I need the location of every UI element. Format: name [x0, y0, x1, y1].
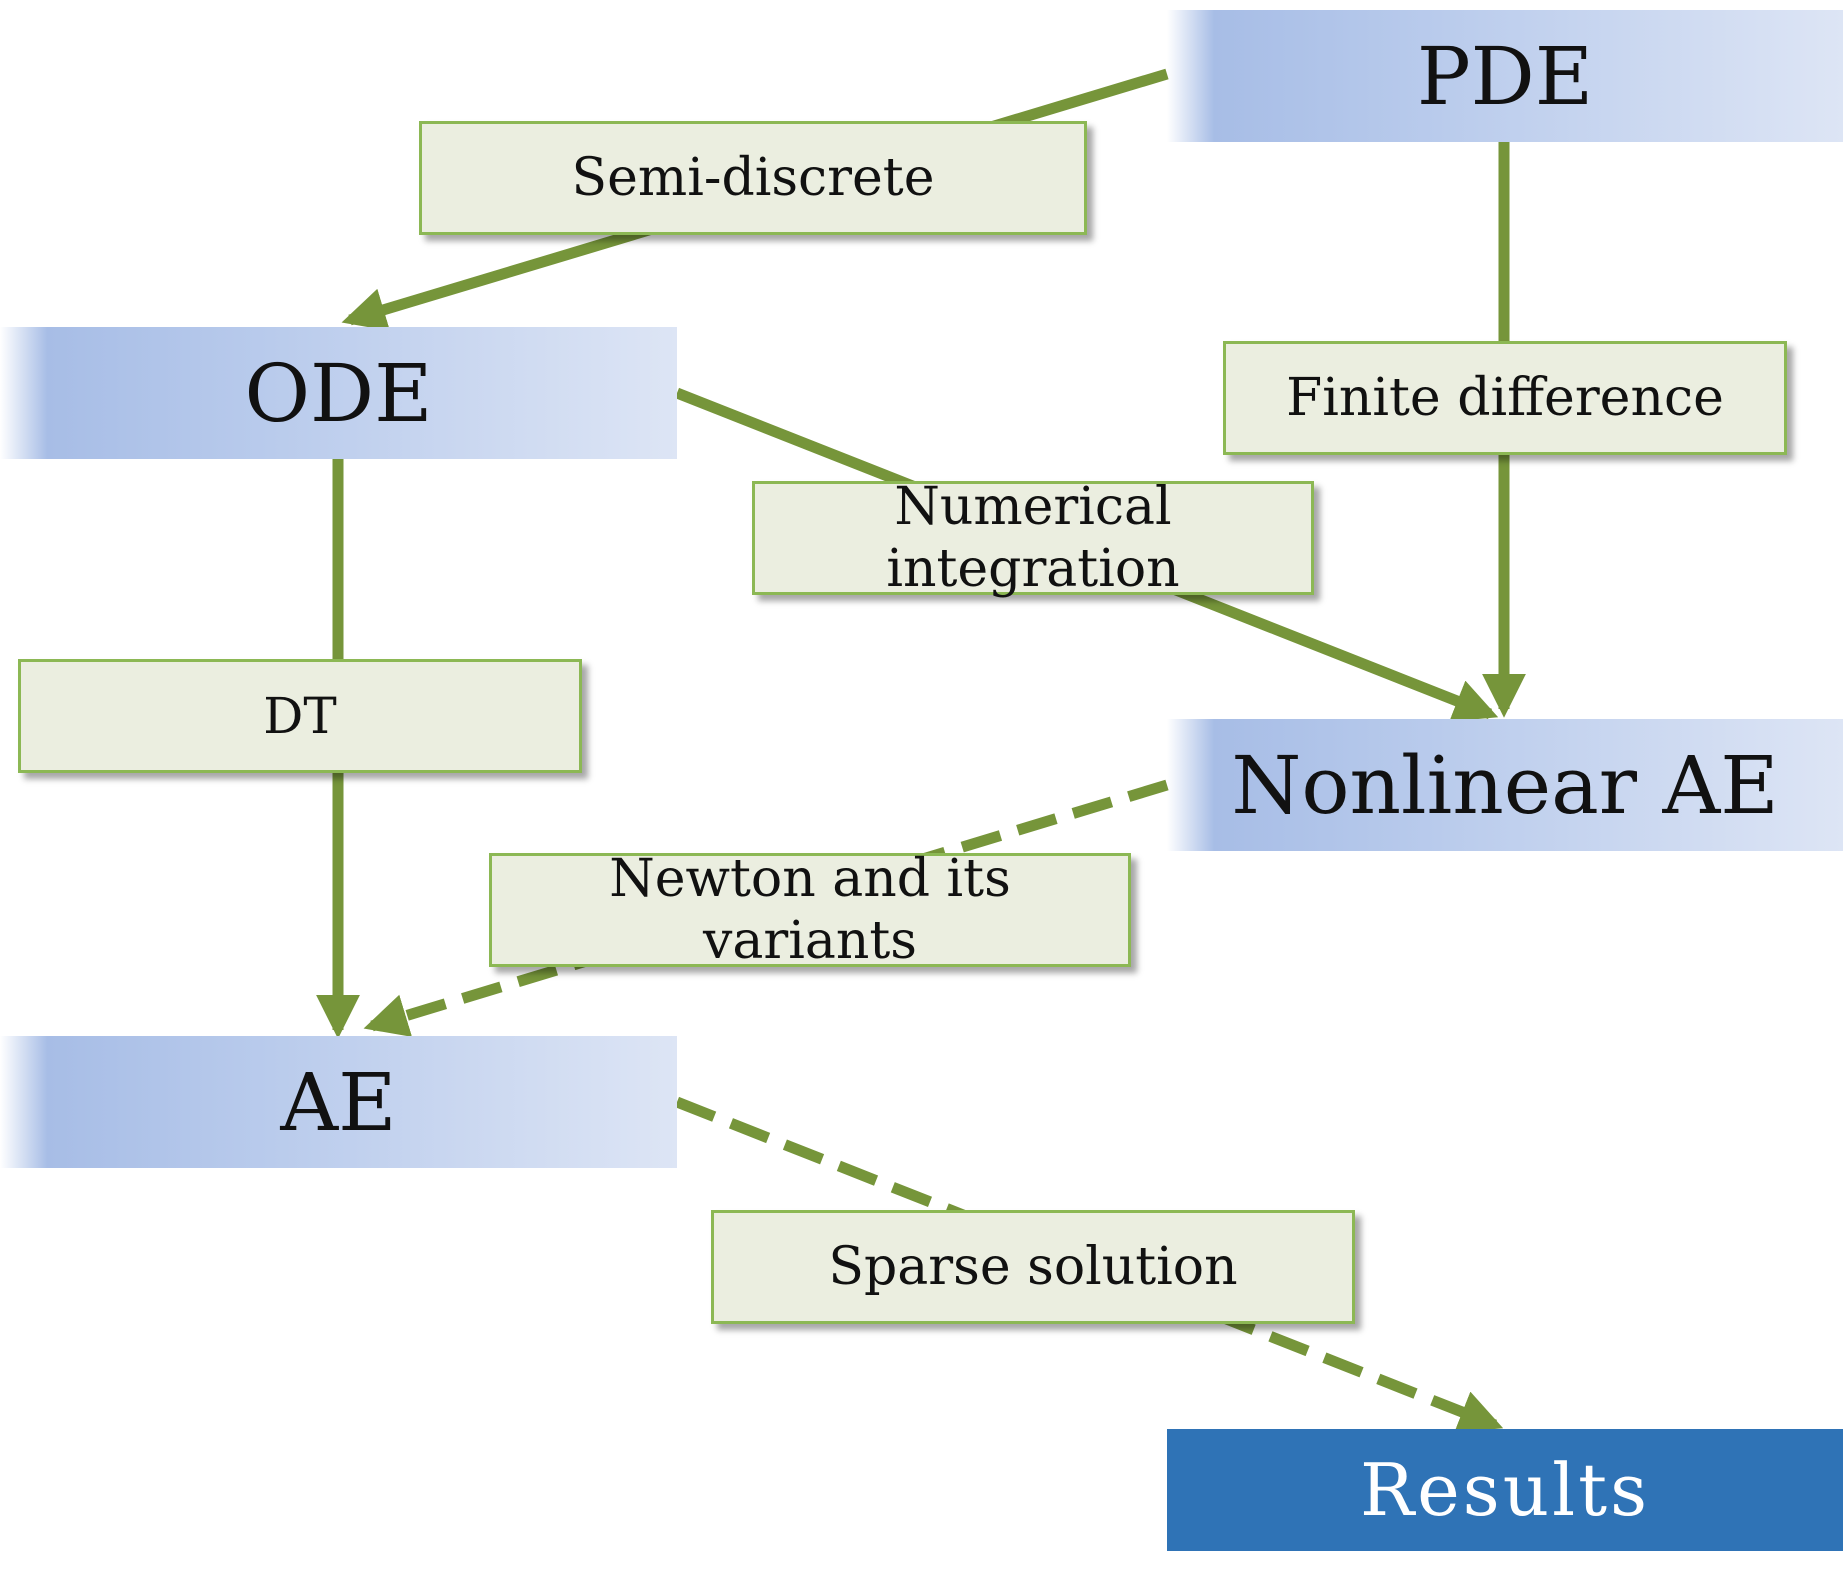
edge-label-semi-discrete-text: Semi-discrete — [571, 147, 935, 208]
node-ae: AE — [0, 1036, 677, 1168]
node-ode-label: ODE — [244, 346, 433, 440]
edge-label-semi-discrete: Semi-discrete — [419, 121, 1087, 235]
node-ode: ODE — [0, 327, 677, 459]
edge-label-newton-line1: Newton and its — [609, 848, 1011, 909]
edge-label-newton-line2: variants — [703, 911, 917, 971]
edge-label-numerical-integration-line1: Numerical — [894, 476, 1172, 537]
edge-label-dt: DT — [18, 659, 582, 773]
edge-label-numerical-integration-line2: integration — [886, 539, 1180, 599]
edge-label-dt-text: DT — [263, 687, 337, 745]
edge-label-finite-difference: Finite difference — [1223, 341, 1787, 455]
node-results-label: Results — [1359, 1448, 1651, 1532]
node-ae-label: AE — [280, 1055, 397, 1149]
edge-label-sparse-solution-text: Sparse solution — [828, 1236, 1238, 1297]
edge-label-sparse-solution: Sparse solution — [711, 1210, 1355, 1324]
edge-label-newton: Newton and its variants — [489, 849, 1131, 971]
node-nonlinear-ae: Nonlinear AE — [1167, 719, 1843, 851]
node-nonlinear-ae-label: Nonlinear AE — [1231, 738, 1779, 832]
edge-label-finite-difference-text: Finite difference — [1286, 367, 1724, 428]
node-pde-label: PDE — [1416, 29, 1594, 123]
node-pde: PDE — [1167, 10, 1843, 142]
node-results: Results — [1167, 1429, 1843, 1551]
edge-label-numerical-integration: Numerical integration — [752, 477, 1314, 599]
